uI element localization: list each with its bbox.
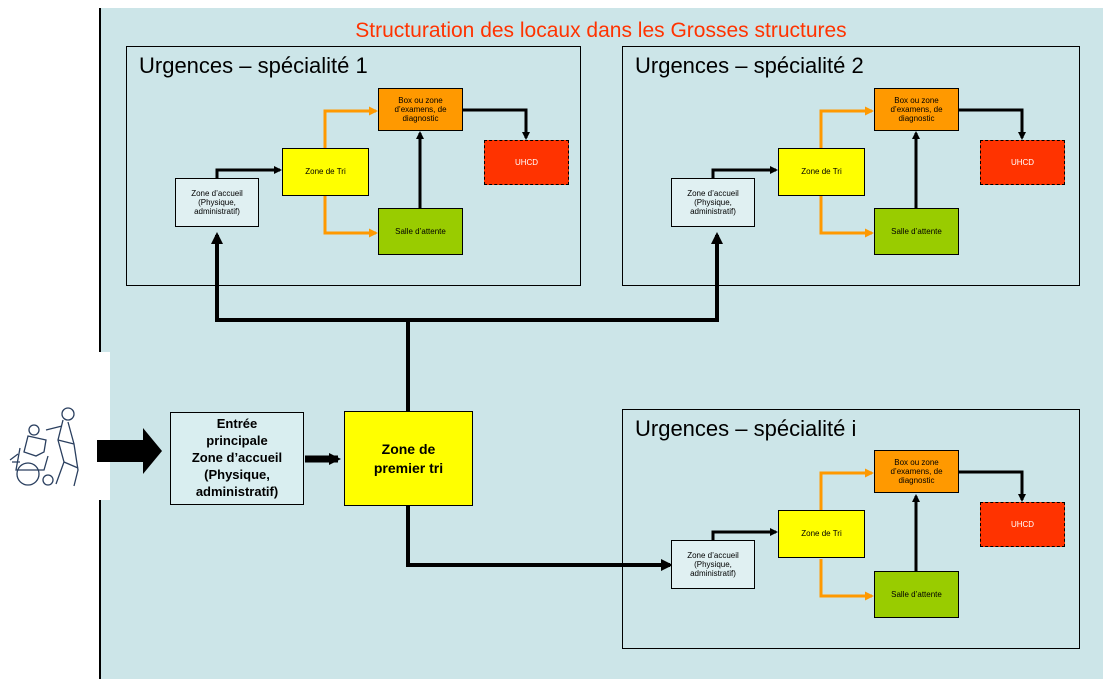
group-specialite-i: Urgences – spécialité i xyxy=(622,409,1080,649)
group-i-arrows xyxy=(711,468,1026,601)
exam-box: Box ou zone d’examens, de diagnostic xyxy=(378,88,463,131)
tri-box: Zone de Tri xyxy=(778,148,865,196)
attente-box: Salle d’attente xyxy=(874,571,959,618)
entry-line-4: (Physique, xyxy=(204,466,270,482)
entry-line-5: administratif) xyxy=(195,483,279,499)
patient-wheelchair-icon xyxy=(9,407,79,487)
entry-line-2: principale xyxy=(206,433,268,449)
block-arrow-right-icon xyxy=(97,428,162,474)
entry-opening xyxy=(96,352,110,500)
attente-box: Salle d’attente xyxy=(378,208,463,255)
accueil-box: Zone d’accueil (Physique, administratif) xyxy=(671,178,755,227)
attente-box: Salle d’attente xyxy=(874,208,959,255)
exam-box: Box ou zone d’examens, de diagnostic xyxy=(874,88,959,131)
entry-reception-box: Entrée principale Zone d’accueil (Physiq… xyxy=(170,412,304,505)
uhcd-box: UHCD xyxy=(980,502,1065,547)
first-triage-box: Zone de premier tri xyxy=(344,411,473,506)
distribution-lines xyxy=(211,232,723,571)
group-specialite-2: Urgences – spécialité 2 xyxy=(622,46,1080,286)
group-1-arrows xyxy=(215,106,530,238)
uhcd-box: UHCD xyxy=(484,140,569,185)
diagram-title: Structuration des locaux dans les Grosse… xyxy=(355,19,847,42)
group-specialite-1: Urgences – spécialité 1 xyxy=(126,46,581,286)
group-title: Urgences – spécialité 1 xyxy=(139,53,368,78)
entry-line-3: Zone d’accueil xyxy=(191,450,283,466)
group-title: Urgences – spécialité i xyxy=(635,416,857,441)
tri-box: Zone de Tri xyxy=(282,148,369,196)
accueil-box: Zone d’accueil (Physique, administratif) xyxy=(671,540,755,589)
entry-line-1: Entrée xyxy=(216,416,258,432)
group-title: Urgences – spécialité 2 xyxy=(635,53,864,78)
uhcd-box: UHCD xyxy=(980,140,1065,185)
exam-box: Box ou zone d’examens, de diagnostic xyxy=(874,450,959,493)
group-2-arrows xyxy=(711,106,1026,238)
accueil-box: Zone d’accueil (Physique, administratif) xyxy=(175,178,259,227)
tri-box: Zone de Tri xyxy=(778,510,865,558)
